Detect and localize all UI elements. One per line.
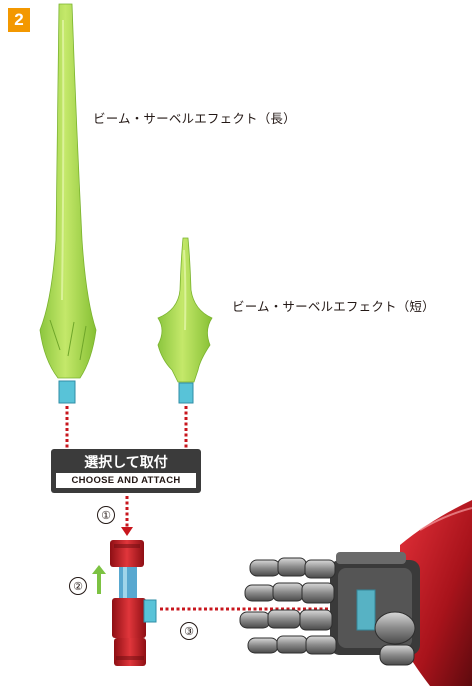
long-beam-effect [39,3,97,379]
choose-and-attach-box: 選択して取付 CHOOSE AND ATTACH [51,449,201,493]
short-effect-connector [178,382,194,404]
step-marker-3: ③ [180,622,198,640]
long-effect-label: ビーム・サーベルエフェクト（長） [93,111,296,126]
robot-hand [239,500,472,686]
choose-and-attach-en: CHOOSE AND ATTACH [56,473,196,488]
long-effect-connector [58,380,76,404]
step-marker-1: ① [97,506,115,524]
attach-down-arrow [121,496,133,536]
saber-hilt [110,540,157,666]
short-beam-effect [157,237,213,383]
slide-up-arrow [92,565,106,594]
choose-and-attach-jp: 選択して取付 [84,455,168,471]
step-marker-2: ② [69,577,87,595]
step-badge: 2 [8,8,30,32]
short-effect-label: ビーム・サーベルエフェクト（短） [232,299,435,314]
